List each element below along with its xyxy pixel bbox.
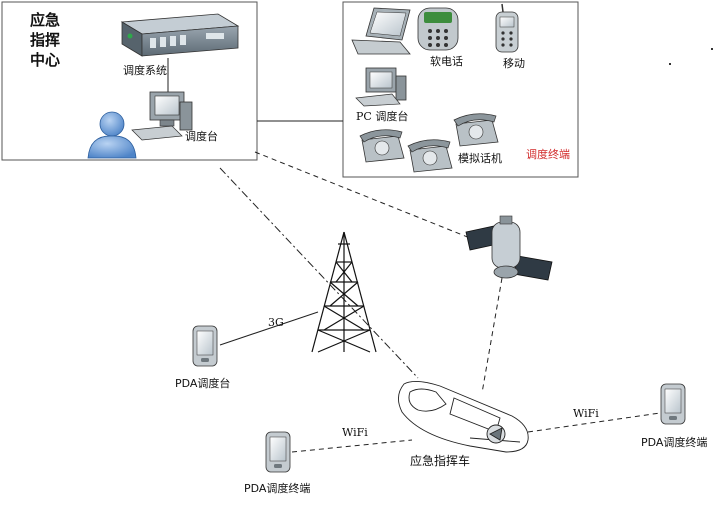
satellite-to-vehicle-link — [481, 277, 503, 394]
wifi-left-label: WiFi — [342, 426, 368, 439]
pda-terminal-right-label: PDA调度终端 — [641, 436, 708, 449]
analog-phone-1-icon — [359, 129, 405, 163]
cell-tower-icon — [311, 231, 377, 353]
dispatch-system-label: 调度系统 — [123, 64, 167, 77]
stray-dot-1 — [711, 48, 713, 50]
command-vehicle-icon — [398, 381, 529, 453]
center-to-satellite-link — [254, 151, 471, 239]
wifi-right-link — [527, 412, 661, 433]
pda-terminal-left-label: PDA调度终端 — [244, 482, 311, 495]
command-center-title: 应急 指挥 中心 — [30, 10, 60, 70]
link-3g-label: 3G — [268, 316, 284, 329]
dispatch-desk-label: 调度台 — [185, 130, 218, 143]
softphone-icon — [417, 7, 459, 51]
analog-phone-3-icon — [453, 113, 499, 147]
satellite-icon — [465, 215, 553, 281]
analog-phone-label: 模拟话机 — [458, 152, 502, 165]
pda-desk-label: PDA调度台 — [175, 377, 231, 390]
vehicle-label: 应急指挥车 — [410, 454, 471, 468]
mobile-label: 移动 — [503, 57, 525, 70]
center-to-vehicle-link — [219, 167, 419, 379]
pc-desk-label: PC 调度台 — [356, 110, 409, 123]
pc-dispatch-terminal-icon — [355, 67, 407, 107]
pda-to-tower-3g-link — [219, 311, 319, 346]
dispatch-desk-pc-icon — [131, 91, 193, 141]
stray-dot-2 — [669, 63, 671, 65]
pda-terminal-left-icon — [265, 431, 291, 473]
pda-terminal-right-icon — [660, 383, 686, 425]
analog-phone-2-icon — [407, 139, 453, 173]
wifi-left-link — [291, 439, 413, 453]
dispatch-server-icon — [120, 13, 240, 57]
mobile-phone-icon — [495, 3, 519, 53]
command-center-title-line-2: 指挥 — [30, 31, 61, 49]
terminal-group-box — [342, 1, 579, 178]
wifi-right-label: WiFi — [573, 407, 599, 420]
command-center-box — [1, 1, 258, 161]
laptop-icon — [351, 7, 411, 55]
softphone-label: 软电话 — [430, 55, 463, 68]
operator-person-icon — [87, 111, 137, 159]
terminal-group-label: 调度终端 — [526, 148, 570, 161]
command-center-title-line-1: 应急 — [30, 11, 61, 29]
pda-desk-icon — [192, 325, 218, 367]
command-center-title-line-3: 中心 — [30, 51, 61, 69]
